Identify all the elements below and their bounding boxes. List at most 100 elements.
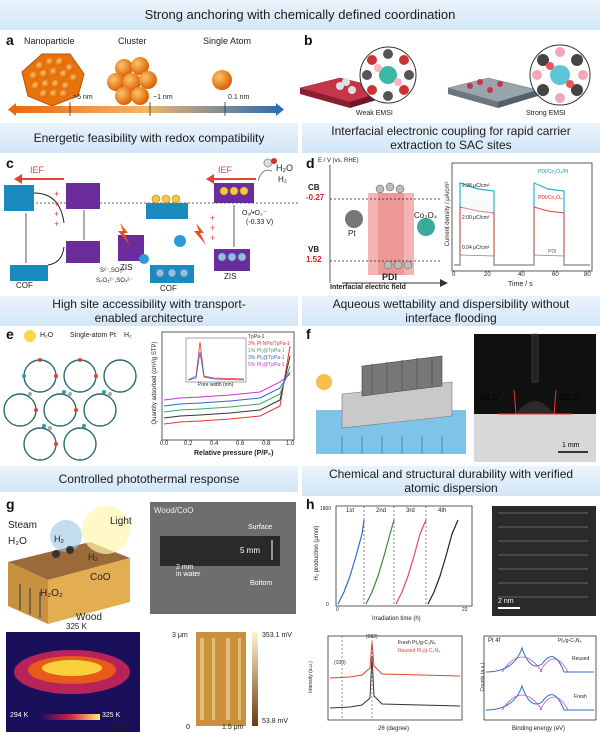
- g-h2b-label: H₂: [88, 552, 98, 562]
- svg-text:+: +: [54, 189, 59, 199]
- d-xtick-2: 40: [518, 272, 525, 278]
- panel-f-graphic: [316, 333, 596, 462]
- weak-emsi-label: Weak EMSI: [356, 110, 393, 117]
- h-ytick-top: 1800: [320, 506, 332, 512]
- ief-right-label: IEF: [218, 165, 233, 175]
- temp-right-label: 294 K: [112, 724, 131, 731]
- annot-2: 2.00 μC/cm²: [462, 215, 490, 221]
- banner-7: Chemical and structural durability with …: [302, 466, 600, 496]
- wood-label: Wood: [76, 612, 102, 623]
- g-h2-label: H₂: [54, 534, 64, 544]
- scale-label-small: 0.1 nm: [228, 94, 250, 101]
- panel-c-diagram: ++++ +++: [4, 158, 300, 283]
- surface-label: Surface: [248, 524, 273, 531]
- panel-f: f 90.5° 93.3° 1 mm: [302, 326, 600, 466]
- d-xtick-4: 80: [584, 272, 591, 278]
- banner-4: High site accessibility with transport-e…: [0, 296, 298, 326]
- e-legend-2: 3% Pt NPs/TpPa-1: [248, 341, 290, 347]
- cluster-shape: [107, 57, 157, 105]
- light-label: Light: [110, 516, 132, 527]
- g-h2o-label: H₂O: [8, 536, 27, 547]
- panel-b-graphic: [300, 44, 591, 108]
- e-legend-4: 3% Pt₁@TpPa-1: [248, 355, 285, 361]
- h-xlabel: Irradiation time (h): [372, 616, 421, 622]
- banner-3-text: Interfacial electronic coupling for rapi…: [331, 124, 571, 152]
- water-label: 2 mm in water: [176, 564, 201, 578]
- field-label: Interfacial electric field: [330, 284, 406, 291]
- ief-left-label: IEF: [30, 165, 45, 175]
- banner-5: Aqueous wettability and dispersibility w…: [302, 296, 600, 326]
- xps-reused: Reused: [572, 656, 590, 662]
- banner-7-text: Chemical and structural durability with …: [328, 467, 574, 495]
- panel-label-g: g: [6, 496, 15, 512]
- h-ytick-0: 0: [326, 602, 329, 608]
- cof-left-label: COF: [16, 281, 33, 290]
- panel-label-c: c: [6, 155, 14, 171]
- cluster-label: Cluster: [118, 36, 147, 46]
- xrd-legend-reused: Reused Pt₁/g-C₃N₄: [398, 648, 441, 654]
- d-ylabel: Current density / μA/cm²: [445, 181, 451, 247]
- panel-g-graphic: [6, 502, 296, 732]
- temp-left-label: 294 K: [10, 712, 29, 719]
- e-xtick-5: 1.0: [286, 441, 295, 447]
- pt-label: Pt: [348, 229, 356, 238]
- afm-x0-label: 0: [186, 724, 190, 731]
- energy-axis-label: E / V (vs. RHE): [318, 158, 359, 164]
- angle-left-label: 90.5°: [480, 392, 502, 402]
- e-ylabel: Quantity adsorbed (cm³/g STP): [152, 341, 158, 425]
- single-atom-label: Single Atom: [203, 36, 252, 46]
- panel-e: e H₂O Single-atom Pt H₂ Quantity adsorbe…: [0, 326, 300, 466]
- h2o2-label: H₂O₂: [40, 588, 63, 599]
- e-xtick-0: 0.0: [160, 441, 169, 447]
- temp-top-label: 325 K: [66, 622, 87, 631]
- steam-label: Steam: [8, 520, 37, 531]
- o2-label: O₂/•O₂⁻: [242, 210, 267, 217]
- panel-label-d: d: [306, 155, 315, 171]
- single-atom-shape: [212, 70, 232, 90]
- xrd-legend-fresh: Fresh Pt₁/g-C₃N₄: [398, 640, 436, 646]
- panel-label-b: b: [304, 32, 313, 48]
- afm-lo-label: 53.8 mV: [262, 718, 289, 725]
- cycle-1: 1st: [346, 508, 355, 514]
- d-xtick-1: 20: [484, 272, 491, 278]
- cycle-4: 4th: [438, 508, 447, 514]
- sulfate-label: S₂O₃²⁻,SO₄²⁻: [96, 278, 133, 284]
- panel-h: h H₂ production (μmol) 1st 2nd 3rd 4th I…: [302, 496, 600, 735]
- panel-d-diagram: [329, 162, 593, 287]
- svg-text:+: +: [210, 233, 215, 243]
- h-xtick-0: 0: [336, 607, 339, 613]
- xrd-xlabel: 2θ (degree): [378, 726, 410, 732]
- nanoparticle-label: Nanoparticle: [24, 36, 75, 46]
- nanoparticle-shape: [21, 53, 85, 107]
- e-xtick-2: 0.4: [210, 441, 219, 447]
- afm-top-label: 3 μm: [172, 632, 188, 639]
- h-ylabel: H₂ production (μmol): [314, 525, 320, 581]
- svg-text:+: +: [210, 213, 215, 223]
- xps-xlabel: Binding energy (eV): [512, 726, 566, 732]
- d-xtick-0: 0: [452, 272, 456, 278]
- e-xtick-1: 0.2: [184, 441, 193, 447]
- e-legend-1: TpPa-1: [248, 334, 265, 340]
- pdi-label: PDI: [382, 272, 398, 282]
- zis-mid-label: ZIS: [120, 263, 133, 272]
- scale-label-large: >5 nm: [73, 94, 93, 101]
- legend-1: PDI/Co₃O₄/Pt: [538, 169, 569, 175]
- banner-4-text: High site accessibility with transport-e…: [52, 297, 246, 325]
- panel-a-graphic: [8, 53, 284, 116]
- e-xtick-3: 0.6: [236, 441, 245, 447]
- panel-label-a: a: [6, 32, 14, 48]
- photo-title: Wood/CoO: [154, 506, 194, 515]
- annot-1: 2.98 μC/cm²: [462, 183, 490, 189]
- angle-right-label: 93.3°: [560, 392, 582, 402]
- vb-label: VB: [308, 245, 320, 254]
- cof-mid-label: COF: [160, 284, 177, 293]
- cb-label: CB: [308, 183, 320, 192]
- coo-label: CoO: [90, 572, 111, 583]
- xps-sample: Pt₁/g-C₃N₄: [558, 638, 582, 644]
- panel-d: d E / V (vs. RHE) CB -0.27 VB 1.52 Pt Co…: [302, 153, 600, 296]
- d-xlabel: Time / s: [508, 281, 533, 288]
- xps-title: Pt 4f: [488, 638, 501, 644]
- vb-value: 1.52: [306, 255, 322, 264]
- cycle-2: 2nd: [376, 508, 387, 514]
- svg-text:+: +: [54, 219, 59, 229]
